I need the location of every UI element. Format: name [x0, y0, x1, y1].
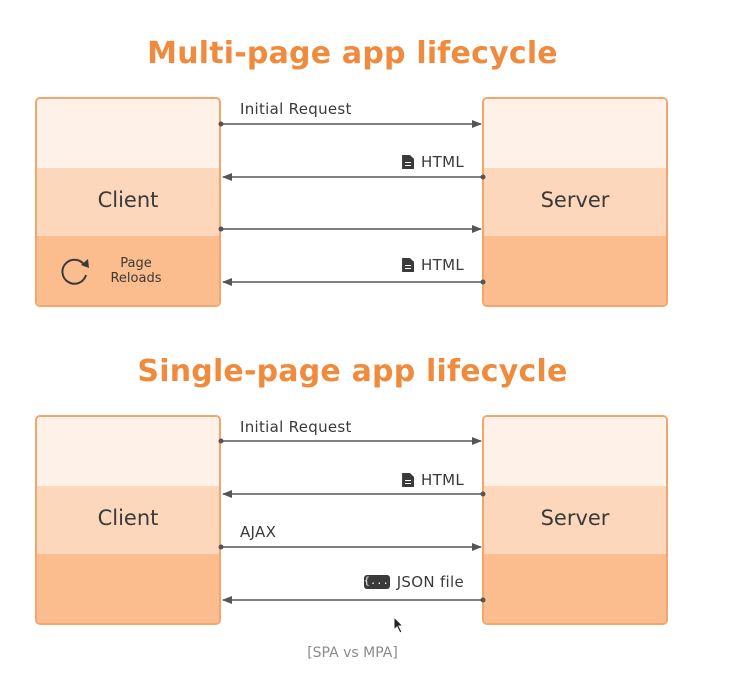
msg-text: Initial Request	[240, 418, 352, 436]
spa-arrow-2	[222, 490, 486, 498]
reload-label-line1: Page	[120, 256, 152, 271]
mouse-cursor-icon	[393, 616, 405, 634]
mpa-msg-1-label: Initial Request	[240, 100, 352, 118]
spa-arrow-1	[218, 437, 482, 445]
mpa-title: Multi-page app lifecycle	[147, 36, 558, 71]
msg-text: HTML	[421, 256, 464, 274]
mpa-server-box: Server	[482, 97, 668, 307]
server-label: Server	[540, 506, 610, 530]
spa-msg-1-label: Initial Request	[240, 418, 352, 436]
document-icon	[402, 258, 415, 272]
spa-arrow-4	[222, 596, 486, 604]
mpa-arrow-1	[218, 120, 482, 128]
spa-client-box: Client	[35, 415, 221, 625]
reload-icon	[61, 258, 89, 285]
document-icon	[402, 155, 415, 169]
msg-text: Initial Request	[240, 100, 352, 118]
mpa-arrow-4	[222, 278, 486, 286]
spa-title: Single-page app lifecycle	[137, 354, 568, 389]
client-label: Client	[97, 506, 159, 530]
mpa-msg-2-label: HTML	[300, 153, 464, 171]
msg-text: JSON file	[396, 573, 464, 591]
spa-msg-2-label: HTML	[300, 471, 464, 489]
spa-server-box: Server	[482, 415, 668, 625]
msg-text: HTML	[421, 471, 464, 489]
spa-msg-3-label: AJAX	[240, 523, 276, 541]
document-icon	[402, 473, 415, 487]
reload-label-line2: Reloads	[110, 271, 162, 286]
server-label: Server	[540, 188, 610, 212]
client-label: Client	[97, 188, 159, 212]
json-icon: {...}	[363, 575, 396, 589]
caption: [SPA vs MPA]	[307, 645, 398, 661]
msg-text: AJAX	[240, 523, 277, 541]
page-reloads: Page Reloads	[55, 256, 171, 286]
mpa-client-box: Client Page Reloads	[35, 97, 221, 307]
mpa-arrow-2	[222, 173, 486, 181]
msg-text: HTML	[421, 153, 464, 171]
spa-msg-4-label: {...} JSON file	[300, 573, 464, 591]
spa-arrow-3	[218, 543, 482, 551]
mpa-arrow-3	[218, 225, 482, 233]
mpa-msg-4-label: HTML	[300, 256, 464, 274]
